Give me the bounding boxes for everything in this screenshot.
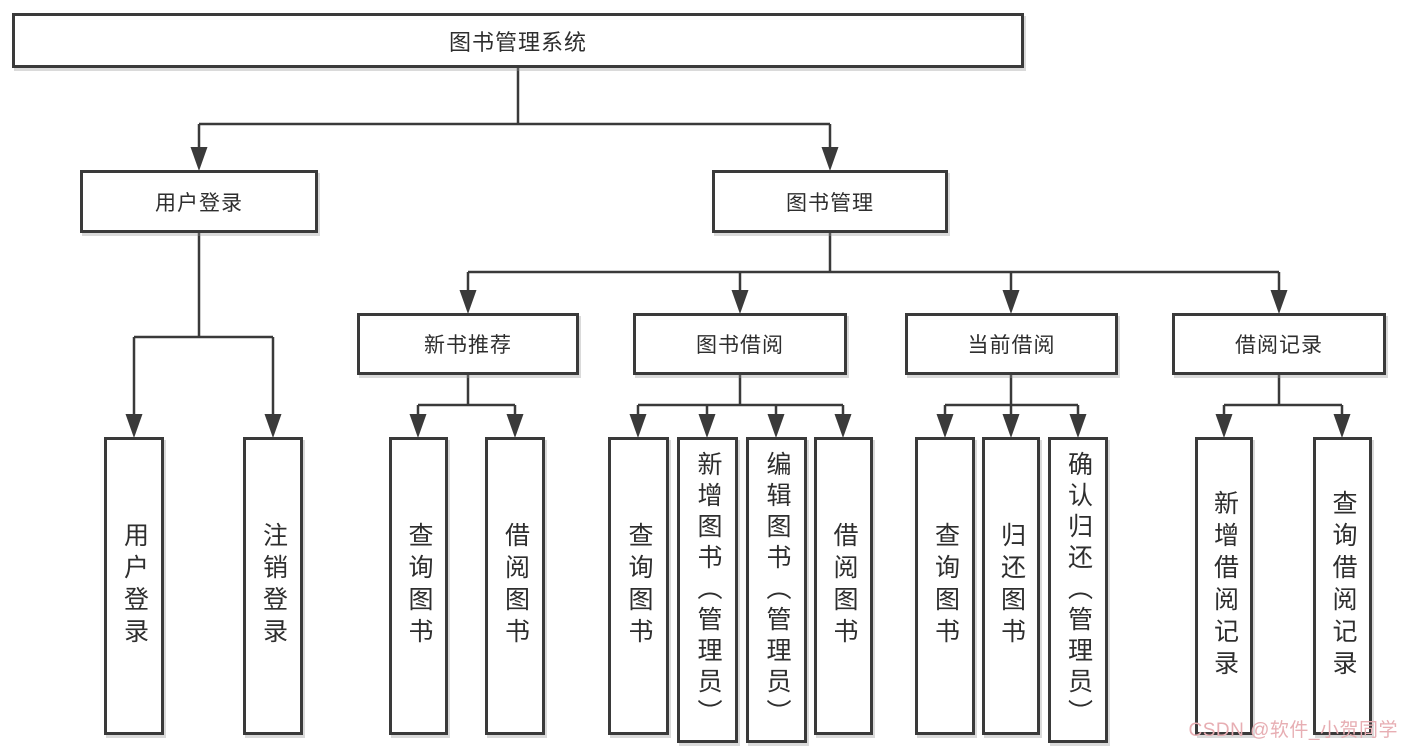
arrowheads	[125, 147, 1351, 438]
arrowhead	[1002, 414, 1020, 438]
arrowhead	[459, 290, 477, 314]
arrowhead	[821, 147, 839, 171]
connector-book-management	[466, 233, 1281, 309]
leaf-user-login: 用户登录	[104, 437, 164, 735]
arrowhead	[731, 290, 749, 314]
leaf-borrowing-add-books-admin-label: 新增图书（管理员）	[694, 450, 722, 730]
arrowhead	[1069, 414, 1087, 438]
node-root: 图书管理系统	[12, 13, 1024, 68]
arrowhead	[190, 147, 208, 171]
arrowhead	[629, 414, 647, 438]
leaf-current-confirm-return-admin: 确认归还（管理员）	[1048, 437, 1108, 743]
node-current-borrowing: 当前借阅	[905, 313, 1118, 375]
leaf-borrowing-add-books-admin: 新增图书（管理员）	[677, 437, 738, 743]
leaf-records-add-record-label: 新增借阅记录	[1210, 490, 1239, 682]
arrowhead	[698, 414, 716, 438]
leaf-current-query-books-label: 查询图书	[931, 522, 960, 650]
leaf-records-query-record-label: 查询借阅记录	[1329, 490, 1357, 682]
arrowhead	[1002, 290, 1020, 314]
arrowhead	[767, 414, 785, 438]
node-book-management-label: 图书管理	[786, 191, 874, 215]
connector-lines	[132, 68, 1344, 434]
watermark: CSDN @软件_小贺同学	[1188, 720, 1398, 741]
arrowhead	[936, 414, 954, 438]
node-new-book-recommend: 新书推荐	[357, 313, 579, 375]
node-current-borrowing-label: 当前借阅	[967, 334, 1056, 357]
leaf-current-return-books-label: 归还图书	[997, 522, 1026, 650]
arrowhead	[834, 414, 852, 438]
leaf-borrowing-edit-books-admin: 编辑图书（管理员）	[746, 437, 807, 743]
connector-borrowing-records	[1222, 375, 1344, 434]
leaf-records-query-record: 查询借阅记录	[1313, 437, 1372, 735]
arrowhead	[125, 414, 143, 438]
arrowhead	[1333, 414, 1351, 438]
arrowhead	[264, 414, 282, 438]
leaf-recommend-borrow-books-label: 借阅图书	[501, 522, 530, 650]
leaf-logout: 注销登录	[243, 437, 303, 735]
arrowhead	[1215, 414, 1233, 438]
connector-new-book-recommend	[416, 375, 517, 434]
leaf-borrowing-query-books: 查询图书	[608, 437, 669, 735]
node-borrowing-records: 借阅记录	[1172, 313, 1386, 375]
arrowhead	[1270, 290, 1288, 314]
node-borrowing-records-label: 借阅记录	[1235, 334, 1323, 357]
arrowhead	[506, 414, 524, 438]
leaf-borrowing-borrow-books-label: 借阅图书	[830, 522, 858, 650]
node-user-login-label: 用户登录	[155, 191, 243, 215]
leaf-user-login-label: 用户登录	[120, 522, 149, 650]
leaf-current-query-books: 查询图书	[915, 437, 975, 735]
node-root-label: 图书管理系统	[448, 29, 587, 55]
node-book-borrowing: 图书借阅	[633, 313, 847, 375]
connector-root	[197, 68, 832, 166]
connector-book-borrowing	[636, 375, 845, 434]
leaf-borrowing-borrow-books: 借阅图书	[814, 437, 873, 735]
arrowhead	[409, 414, 427, 438]
leaf-current-confirm-return-admin-label: 确认归还（管理员）	[1064, 450, 1093, 730]
leaf-borrowing-query-books-label: 查询图书	[625, 522, 653, 650]
leaf-recommend-query-books-label: 查询图书	[405, 522, 433, 650]
leaf-records-add-record: 新增借阅记录	[1195, 437, 1253, 735]
leaf-current-return-books: 归还图书	[982, 437, 1040, 735]
leaf-borrowing-edit-books-admin-label: 编辑图书（管理员）	[763, 450, 791, 730]
node-book-management: 图书管理	[712, 170, 948, 233]
node-new-book-recommend-label: 新书推荐	[424, 334, 512, 357]
node-book-borrowing-label: 图书借阅	[696, 334, 784, 357]
node-user-login: 用户登录	[80, 170, 318, 233]
leaf-recommend-query-books: 查询图书	[389, 437, 448, 735]
leaf-logout-label: 注销登录	[259, 522, 288, 650]
leaf-recommend-borrow-books: 借阅图书	[485, 437, 545, 735]
connector-user-login	[132, 233, 275, 434]
